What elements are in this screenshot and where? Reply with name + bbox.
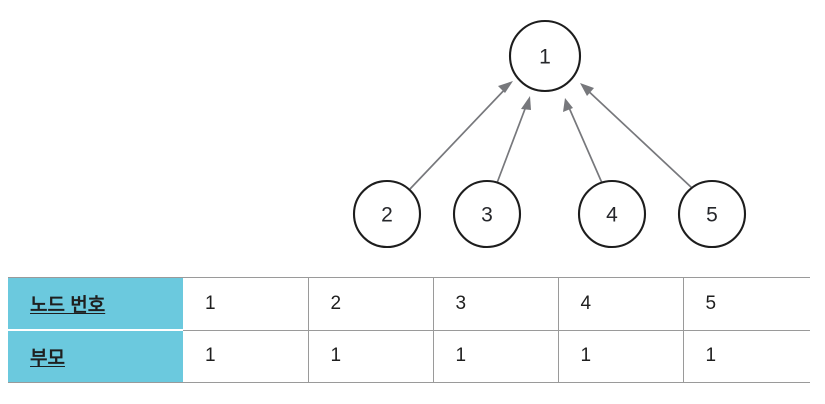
table-cell: 4 <box>558 277 684 331</box>
arrow-head-4-1 <box>563 98 573 112</box>
tree-node-5[interactable]: 5 <box>677 179 747 249</box>
tree-diagram: 1 2 3 4 5 <box>352 19 747 249</box>
node-label-5: 5 <box>706 204 718 227</box>
table-cell: 1 <box>183 277 309 331</box>
table-cell: 1 <box>558 330 684 383</box>
node-label-1: 1 <box>539 46 551 69</box>
table-cell: 1 <box>308 330 434 383</box>
tree-node-2[interactable]: 2 <box>352 179 422 249</box>
edge-line-2-1 <box>409 84 510 190</box>
row-header-node-number-label: 노드 번호 <box>30 295 106 316</box>
tree-edges <box>409 81 693 190</box>
edge-line-4-1 <box>566 102 603 184</box>
node-circle-5 <box>677 179 747 249</box>
node-circle-4 <box>577 179 647 249</box>
table-cell: 1 <box>683 330 810 383</box>
table-cell: 2 <box>308 277 434 331</box>
table-cell: 1 <box>433 330 559 383</box>
arrow-head-5-1 <box>580 83 594 96</box>
tree-node-3[interactable]: 3 <box>452 179 522 249</box>
node-circle-3 <box>452 179 522 249</box>
arrow-head-2-1 <box>498 81 513 93</box>
table-cell: 5 <box>683 277 810 331</box>
table-row: 부모 1 1 1 1 1 <box>8 330 810 383</box>
edge-3-to-1 <box>496 96 531 184</box>
table-row: 노드 번호 1 2 3 4 5 <box>8 277 810 331</box>
parent-array-table: 노드 번호 1 2 3 4 5 부모 1 1 1 1 1 <box>8 277 810 383</box>
tree-node-4[interactable]: 4 <box>577 179 647 249</box>
row-header-parent-label: 부모 <box>30 348 65 369</box>
node-label-3: 3 <box>481 204 493 227</box>
node-label-2: 2 <box>381 204 393 227</box>
table-cell: 3 <box>433 277 559 331</box>
node-circle-1 <box>508 19 582 93</box>
row-header-node-number: 노드 번호 <box>8 277 183 331</box>
table-cell: 1 <box>183 330 309 383</box>
row-header-parent: 부모 <box>8 330 183 383</box>
edge-2-to-1 <box>409 81 513 190</box>
arrow-head-3-1 <box>521 96 531 110</box>
edge-line-5-1 <box>583 86 693 189</box>
edge-4-to-1 <box>563 98 603 184</box>
edge-5-to-1 <box>580 83 693 189</box>
node-label-4: 4 <box>606 204 618 227</box>
edge-line-3-1 <box>496 100 529 184</box>
node-circle-2 <box>352 179 422 249</box>
tree-node-1[interactable]: 1 <box>508 19 582 93</box>
